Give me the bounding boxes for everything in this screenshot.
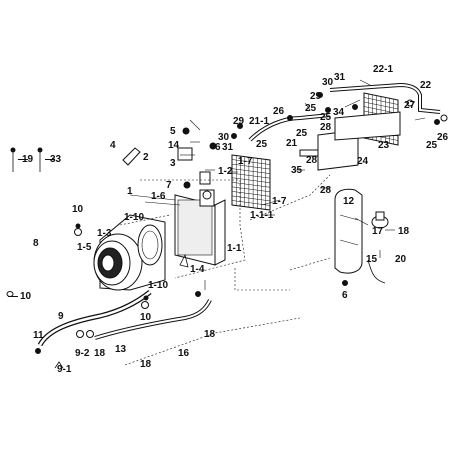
label-10-a: 10 — [72, 204, 84, 215]
label-1-5: 1-5 — [77, 242, 92, 253]
label-1-4: 1-4 — [190, 264, 205, 275]
label-10-b: 10 — [20, 291, 32, 302]
label-21-1: 21-1 — [249, 116, 269, 127]
radiator-core — [174, 189, 226, 268]
label-16: 16 — [178, 348, 190, 359]
part-labels: 19 — 33 — 4 2 5 14 3 7 6 1 1-6 1-10 1-3 … — [8, 64, 449, 375]
mount-bracket — [299, 111, 401, 171]
label-6-b: 6 — [342, 290, 348, 301]
label-21: 21 — [286, 138, 298, 149]
pipe-22-1 — [329, 82, 448, 122]
label-10-c: 10 — [140, 312, 152, 323]
label-1-1-1: 1-1-1 — [250, 210, 274, 221]
label-1-3: 1-3 — [97, 228, 112, 239]
label-31-b: 31 — [334, 72, 346, 83]
label-5: 5 — [170, 126, 176, 137]
label-25-b: 25 — [296, 128, 308, 139]
label-18-d: 18 — [398, 226, 410, 237]
small-bolts — [10, 92, 440, 309]
reservoir-tank — [334, 188, 389, 284]
clamps — [35, 330, 94, 369]
pipe-21-1 — [248, 113, 331, 142]
label-9-2: 9-2 — [75, 348, 90, 359]
label-3: 3 — [170, 158, 176, 169]
label-10-b-dash: — — [8, 291, 18, 302]
label-27: 27 — [404, 100, 416, 111]
hose-9 — [37, 290, 152, 347]
label-26-b: 26 — [437, 132, 449, 143]
label-1-10-top: 1-10 — [124, 212, 144, 223]
label-22-1: 22-1 — [373, 64, 393, 75]
label-9-1: 9-1 — [57, 364, 72, 375]
leader-lines — [119, 79, 426, 366]
label-19: 19 — [22, 154, 34, 165]
label-28-b: 28 — [320, 185, 332, 196]
label-33-dash: — — [45, 154, 55, 165]
label-17: 17 — [372, 226, 384, 237]
label-23: 23 — [378, 140, 390, 151]
label-18-b: 18 — [140, 359, 152, 370]
label-35: 35 — [291, 165, 303, 176]
label-4: 4 — [110, 140, 116, 151]
label-1-10-bottom: 1-10 — [148, 280, 168, 291]
label-1-2: 1-2 — [218, 166, 233, 177]
label-29-a: 29 — [233, 116, 245, 127]
label-28-c: 28 — [320, 122, 332, 133]
label-1-6: 1-6 — [151, 191, 166, 202]
label-22: 22 — [420, 80, 432, 91]
hose-8 — [6, 231, 84, 297]
label-29-b: 29 — [310, 91, 322, 102]
bracket-14 — [177, 147, 211, 185]
label-18-a: 18 — [94, 348, 106, 359]
label-9: 9 — [58, 311, 64, 322]
label-18-c: 18 — [204, 329, 216, 340]
fan-assembly — [93, 214, 166, 291]
label-25-a: 25 — [256, 139, 268, 150]
label-12: 12 — [343, 196, 355, 207]
label-31-a: 31 — [222, 142, 234, 153]
label-1-1: 1-1 — [227, 243, 242, 254]
label-11: 11 — [33, 330, 44, 341]
hose-16 — [94, 299, 212, 340]
label-26-a: 26 — [273, 106, 285, 117]
label-25-c: 25 — [320, 112, 332, 123]
label-20: 20 — [395, 254, 407, 265]
label-1-7-top: 1-7 — [238, 156, 253, 167]
bracket-2 — [122, 147, 141, 166]
label-25-d: 25 — [305, 103, 317, 114]
label-19-dash: — — [18, 154, 28, 165]
label-34: 34 — [333, 107, 345, 118]
label-30-b: 30 — [322, 77, 334, 88]
label-33: 33 — [50, 154, 62, 165]
label-2: 2 — [143, 152, 149, 163]
label-1: 1 — [127, 186, 133, 197]
label-14: 14 — [168, 140, 180, 151]
grill-1-2 — [231, 154, 271, 211]
label-6: 6 — [215, 142, 221, 153]
label-24: 24 — [357, 156, 369, 167]
label-15: 15 — [366, 254, 378, 265]
label-1-7-right: 1-7 — [272, 196, 287, 207]
label-13: 13 — [115, 344, 127, 355]
label-30-a: 30 — [218, 132, 230, 143]
label-7: 7 — [166, 180, 172, 191]
label-28-a: 28 — [306, 155, 318, 166]
label-25-e: 25 — [426, 140, 438, 151]
label-8: 8 — [33, 238, 39, 249]
